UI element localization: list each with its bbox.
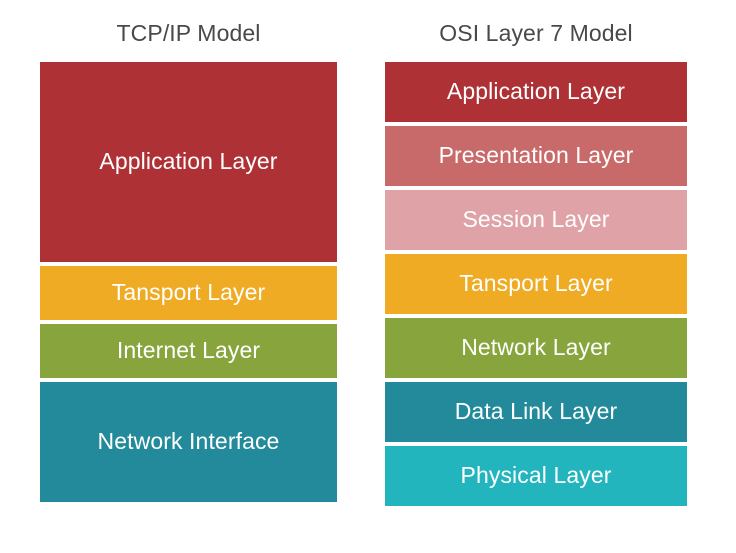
osi-layer-stack: Application Layer Presentation Layer Ses…	[385, 62, 687, 506]
layer-block-internet[interactable]: Internet Layer	[40, 324, 337, 378]
layer-label: Network Layer	[461, 334, 611, 361]
layer-block-transport[interactable]: Tansport Layer	[385, 254, 687, 314]
layer-block-data-link[interactable]: Data Link Layer	[385, 382, 687, 442]
layer-block-network[interactable]: Network Layer	[385, 318, 687, 378]
tcpip-layer-stack: Application Layer Tansport Layer Interne…	[40, 62, 337, 502]
tcpip-model-title: TCP/IP Model	[116, 20, 261, 46]
osi-model-title: OSI Layer 7 Model	[439, 20, 633, 46]
layer-label: Tansport Layer	[459, 270, 613, 297]
layer-block-application[interactable]: Application Layer	[385, 62, 687, 122]
layer-label: Physical Layer	[460, 462, 612, 489]
layer-label: Session Layer	[462, 206, 610, 233]
layer-label: Network Interface	[97, 428, 280, 455]
layer-block-application[interactable]: Application Layer	[40, 62, 337, 262]
tcpip-model-column: TCP/IP Model Application Layer Tansport …	[40, 18, 337, 502]
layer-label: Tansport Layer	[111, 279, 266, 306]
layer-block-transport[interactable]: Tansport Layer	[40, 266, 337, 320]
layer-label: Application Layer	[446, 78, 626, 105]
layer-block-physical[interactable]: Physical Layer	[385, 446, 687, 506]
layer-block-network-interface[interactable]: Network Interface	[40, 382, 337, 502]
layer-label: Internet Layer	[116, 337, 261, 364]
layer-block-presentation[interactable]: Presentation Layer	[385, 126, 687, 186]
layer-label: Presentation Layer	[438, 142, 634, 169]
osi-model-column: OSI Layer 7 Model Application Layer Pres…	[385, 18, 687, 506]
layer-label: Data Link Layer	[454, 398, 618, 425]
layer-block-session[interactable]: Session Layer	[385, 190, 687, 250]
layer-label: Application Layer	[99, 148, 278, 175]
